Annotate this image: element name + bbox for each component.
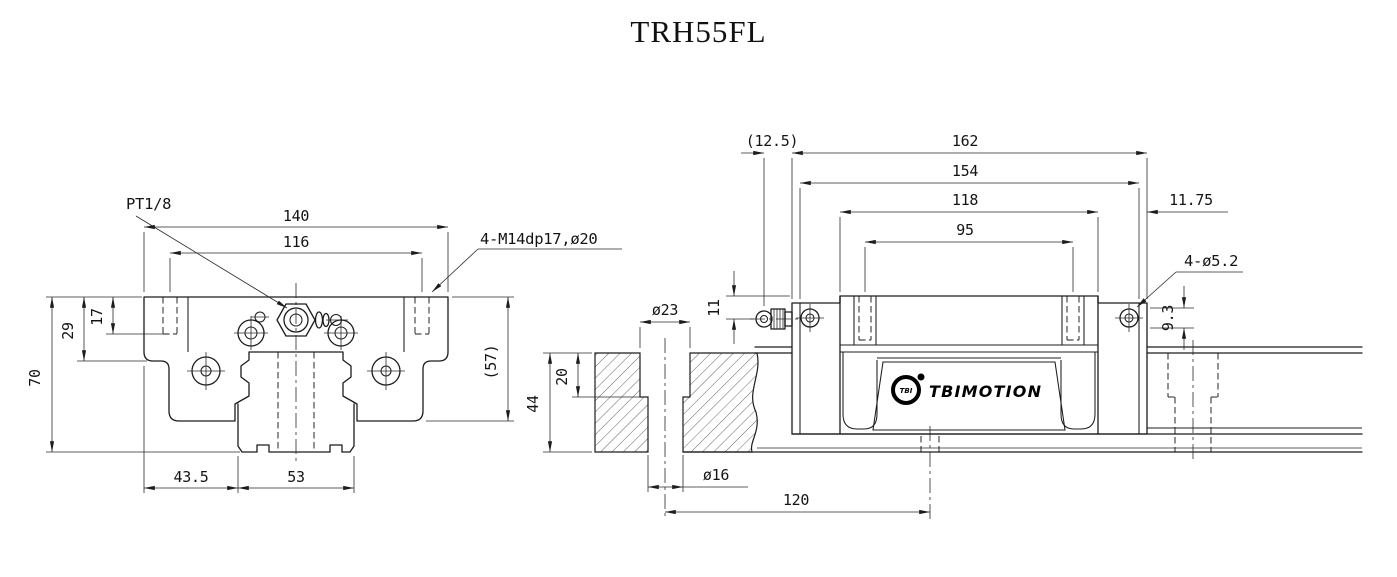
grease-nipple-side [750, 308, 800, 330]
dim-bolt-hole-dia: ø16 [703, 466, 729, 484]
dim-overall-length: 162 [952, 132, 978, 150]
dim-overall-width: 140 [283, 207, 309, 225]
front-view: PT1/8 4-M14dp17,ø20 70 29 17 [26, 195, 622, 493]
dim-hole-offset: 9.3 [1159, 305, 1177, 331]
brand-logo: TBI TBIMOTION [891, 373, 1042, 405]
carriage-block [791, 295, 1148, 435]
flange-tapped-holes [162, 297, 430, 335]
dim-counterbore-dia: ø23 [652, 301, 678, 319]
dim-rail-width: 53 [287, 468, 304, 486]
dim-tap-depth: 17 [88, 308, 106, 325]
rail-section-cut [594, 338, 759, 520]
side-dimensions: (12.5) 162 154 118 95 11.75 4-ø5.2 [524, 132, 1243, 515]
side-view: TBI TBIMOTION (12.5) 162 1 [524, 132, 1363, 520]
dim-outer-length: 154 [952, 162, 978, 180]
dim-edge-to-rail: 43.5 [174, 468, 209, 486]
dim-tap-hole-spacing: 116 [283, 233, 309, 251]
grease-nipple-front [276, 303, 348, 337]
dim-nipple-drop: 11 [705, 299, 723, 317]
logo-brand: TBIMOTION [929, 382, 1042, 401]
dim-nipple-overhang: (12.5) [746, 132, 798, 150]
dim-flange-height: 29 [59, 322, 77, 340]
rail-section [237, 283, 355, 462]
dim-body-length: 118 [952, 191, 978, 209]
logo-emblem: TBI [900, 387, 913, 395]
dim-total-height: 70 [26, 369, 44, 387]
hole-note-label: 4-ø5.2 [1184, 252, 1238, 270]
drawing-title: TRH55FL [630, 14, 767, 49]
dim-rail-height: 44 [524, 395, 542, 413]
tap-note-callout: 4-M14dp17,ø20 [431, 230, 622, 293]
dim-counterbore-depth: 20 [553, 368, 571, 386]
dim-tap-hole-pitch: 95 [956, 221, 973, 239]
tap-note-label: 4-M14dp17,ø20 [480, 230, 597, 248]
port-label: PT1/8 [126, 195, 171, 213]
dim-end-offset: 11.75 [1169, 191, 1213, 209]
dim-block-height: (57) [482, 345, 500, 380]
dim-rail-hole-pitch: 120 [783, 491, 809, 509]
front-dimensions: 70 29 17 140 116 (57) [26, 207, 514, 493]
port-callout: PT1/8 [126, 195, 288, 309]
